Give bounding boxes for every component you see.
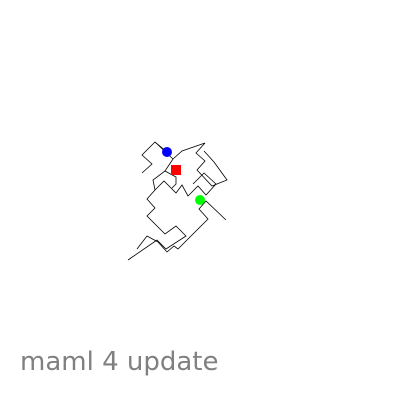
trajectory-path-branch-c: [127, 189, 187, 261]
trajectory-path-branch-a: [154, 141, 228, 187]
trajectory-path-branch-e: [164, 170, 177, 189]
start-marker: [162, 147, 172, 157]
trajectory-path-branch-b: [152, 158, 217, 197]
current-marker: [195, 195, 205, 205]
trajectory-path-main: [141, 141, 168, 174]
goal-marker: [171, 165, 181, 175]
maze-trajectory: [127, 141, 228, 261]
plot-caption: maml 4 update: [20, 347, 219, 377]
trajectory-path-branch-d: [136, 200, 227, 253]
